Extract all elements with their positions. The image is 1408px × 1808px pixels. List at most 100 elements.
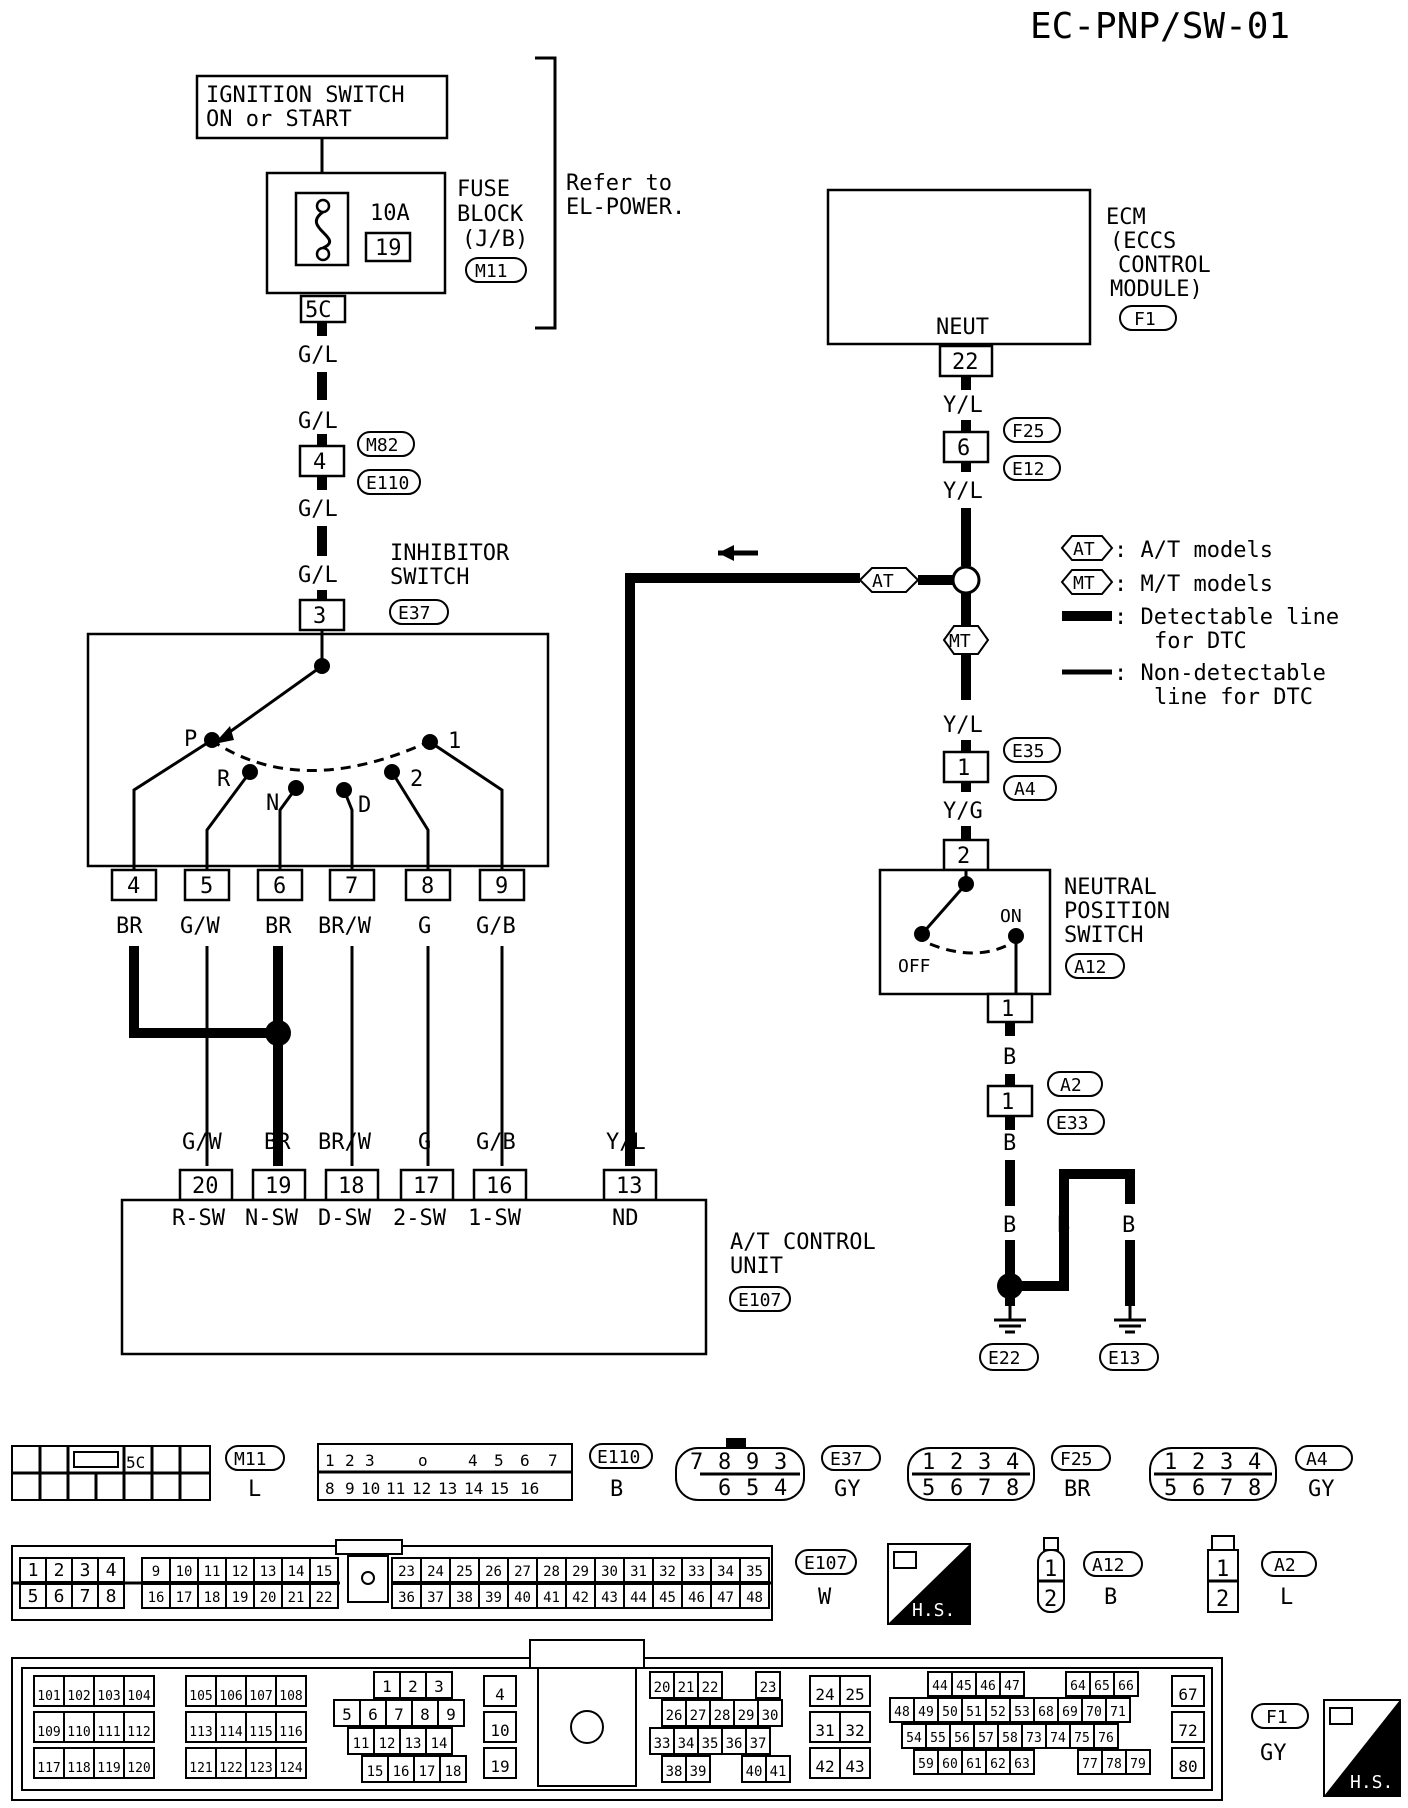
e37-pin: 3 — [774, 1450, 787, 1475]
pin-number: 15 — [316, 1564, 333, 1580]
a4-id: A4 — [1306, 1449, 1328, 1470]
f25-pin: 6 — [950, 1476, 963, 1501]
hs-harness-side-icon: H.S. — [1323, 1699, 1401, 1797]
pin-cell — [681, 1583, 712, 1609]
pin-cell — [652, 1557, 683, 1583]
pin-cell — [449, 1557, 480, 1583]
pin-cell — [123, 1747, 155, 1779]
fuse-number: 19 — [375, 236, 402, 261]
pin-cell — [594, 1583, 625, 1609]
tcu-label2: UNIT — [730, 1254, 783, 1279]
f25-id: F25 — [1060, 1449, 1093, 1470]
pin-cell — [425, 1671, 453, 1699]
pin-number: 39 — [485, 1590, 502, 1606]
legend-at-tag: AT — [1073, 539, 1095, 560]
pin-cell — [937, 1749, 963, 1775]
inhibitor-label1: INHIBITOR — [390, 541, 510, 566]
conn-a2-ref: A2 — [1060, 1075, 1082, 1096]
pin-cell — [1009, 1697, 1035, 1723]
pin-cell — [483, 1711, 517, 1743]
pin-number: 45 — [956, 1679, 972, 1694]
pin-number: 111 — [97, 1725, 120, 1740]
pin-number: 105 — [189, 1689, 212, 1704]
pin-cell — [1033, 1697, 1059, 1723]
pin-cell — [961, 1749, 987, 1775]
pin-1-e35: 1 — [957, 756, 970, 781]
e110-pin: 11 — [386, 1479, 405, 1498]
inhibitor-pin: 4 — [127, 874, 140, 899]
pin-cell — [565, 1557, 596, 1583]
pin-cell — [399, 1671, 427, 1699]
inhibitor-wire: BR — [265, 914, 292, 939]
pin-number: 42 — [815, 1757, 834, 1776]
pin-number: 22 — [316, 1590, 333, 1606]
pin-cell — [757, 1699, 783, 1727]
e110-pin: 5 — [494, 1451, 504, 1470]
connector-e110: 1 2 3 o 4 5 6 7 8 9 10 11 12 13 14 15 16… — [317, 1443, 653, 1502]
pin-number: 80 — [1178, 1757, 1197, 1776]
pin-cell — [685, 1755, 711, 1783]
pin-number: 11 — [353, 1736, 370, 1752]
pin-cell — [197, 1583, 227, 1609]
pin-number: 123 — [249, 1761, 272, 1776]
inhibitor-wire: BR/W — [318, 914, 372, 939]
tcu-term: R-SW — [172, 1206, 226, 1231]
conn-e35: E35 — [1012, 741, 1045, 762]
m11-cell: 5C — [126, 1453, 145, 1472]
pin-number: 79 — [1130, 1757, 1146, 1772]
pin-cell — [483, 1747, 517, 1779]
pin-number: 110 — [67, 1725, 90, 1740]
pin-number: 47 — [717, 1590, 734, 1606]
ground-e22: E22 — [988, 1348, 1021, 1369]
pin-number: 28 — [714, 1708, 731, 1724]
pin-cell — [391, 1583, 422, 1609]
pin-number: 50 — [942, 1705, 958, 1720]
pin-number: 7 — [80, 1586, 91, 1607]
pin-cell — [215, 1711, 247, 1743]
pin-number: 35 — [702, 1736, 719, 1752]
pin-number: 25 — [845, 1685, 864, 1704]
pin-cell — [652, 1583, 683, 1609]
pin-number: 37 — [427, 1590, 444, 1606]
pin-number: 118 — [67, 1761, 90, 1776]
pin-cell — [141, 1557, 171, 1583]
pin-cell — [745, 1727, 771, 1755]
pos-2: 2 — [410, 767, 423, 792]
a4-pin: 2 — [1192, 1450, 1205, 1475]
inhibitor-wire: G/B — [476, 914, 516, 939]
pin-cell — [925, 1723, 951, 1749]
f25-pin: 4 — [1006, 1450, 1019, 1475]
pin-number: 3 — [80, 1560, 91, 1581]
pin-number: 31 — [630, 1564, 647, 1580]
pin-cell — [949, 1723, 975, 1749]
neutral-pin-1: 1 — [1001, 997, 1014, 1022]
e37-pin: 8 — [718, 1450, 731, 1475]
pin-number: 19 — [490, 1757, 509, 1776]
pin-number: 58 — [1002, 1731, 1018, 1746]
pin-number: 18 — [445, 1764, 462, 1780]
pin-number: 119 — [97, 1761, 120, 1776]
fuse-block-box — [265, 171, 447, 295]
pin-number: 59 — [918, 1757, 934, 1772]
pin-cell — [1077, 1749, 1103, 1775]
hs-label: H.S. — [1350, 1772, 1393, 1793]
pin-number: 34 — [717, 1564, 734, 1580]
wire-gl-1: G/L — [298, 343, 338, 368]
pin-cell — [985, 1749, 1011, 1775]
pin-number: 1 — [382, 1677, 392, 1696]
a2-color: L — [1280, 1585, 1293, 1610]
pin-number: 68 — [1038, 1705, 1054, 1720]
f25-pin: 5 — [922, 1476, 935, 1501]
pin-number: 40 — [746, 1764, 763, 1780]
pin-cell — [275, 1675, 307, 1707]
inhibitor-wire: BR — [116, 914, 143, 939]
pin-cell — [739, 1557, 770, 1583]
pin-cell — [333, 1699, 361, 1727]
pin-number: 33 — [688, 1564, 705, 1580]
pin-cell — [359, 1699, 387, 1727]
pin-number: 2 — [408, 1677, 418, 1696]
fuse-label2: BLOCK — [457, 202, 524, 227]
page-code: EC-PNP/SW-01 — [1030, 6, 1290, 47]
